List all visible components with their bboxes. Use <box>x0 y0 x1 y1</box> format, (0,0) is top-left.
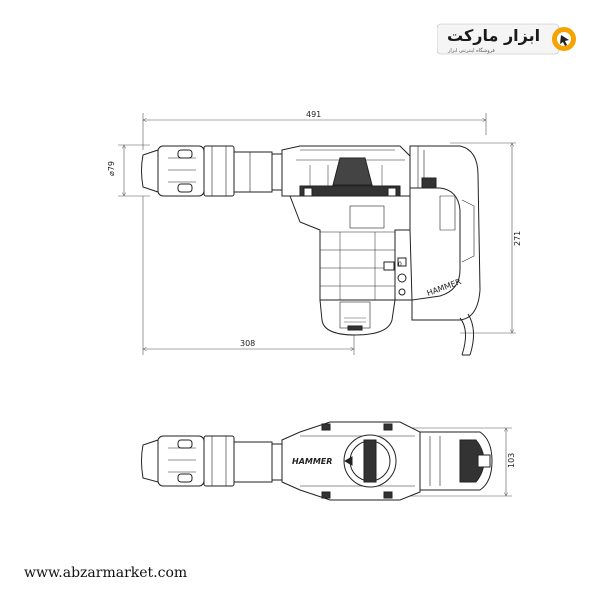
dimension-width <box>400 427 512 497</box>
label-chuck-diameter: ⌀79 <box>107 161 116 176</box>
logo-subtitle: فروشگاه اینترنتی ابزار <box>448 48 495 54</box>
motor-body <box>289 195 411 336</box>
gear-housing <box>281 145 411 199</box>
dimension-chuck-diameter <box>118 144 150 197</box>
dimension-height <box>450 142 516 334</box>
control-panel <box>383 229 413 301</box>
dimension-axis-to-handle <box>142 196 355 355</box>
label-width: 103 <box>507 453 516 468</box>
top-view: HAMMER <box>141 421 512 501</box>
mode-selector-dial <box>343 434 397 488</box>
logo-text: ابزار مارکت <box>447 26 541 45</box>
switch-label: 0 <box>398 261 402 268</box>
power-cable <box>459 313 474 356</box>
label-overall-length: 491 <box>306 110 321 119</box>
label-axis-to-handle: 308 <box>240 339 255 348</box>
website-url[interactable]: www.abzarmarket.com <box>24 565 188 581</box>
side-view: HAMMER 0 <box>118 113 516 356</box>
label-height: 271 <box>513 231 522 246</box>
chuck <box>141 145 283 197</box>
brand-logo <box>437 23 576 55</box>
dimension-overall-length <box>142 113 487 150</box>
top-body-label: HAMMER <box>292 457 332 466</box>
